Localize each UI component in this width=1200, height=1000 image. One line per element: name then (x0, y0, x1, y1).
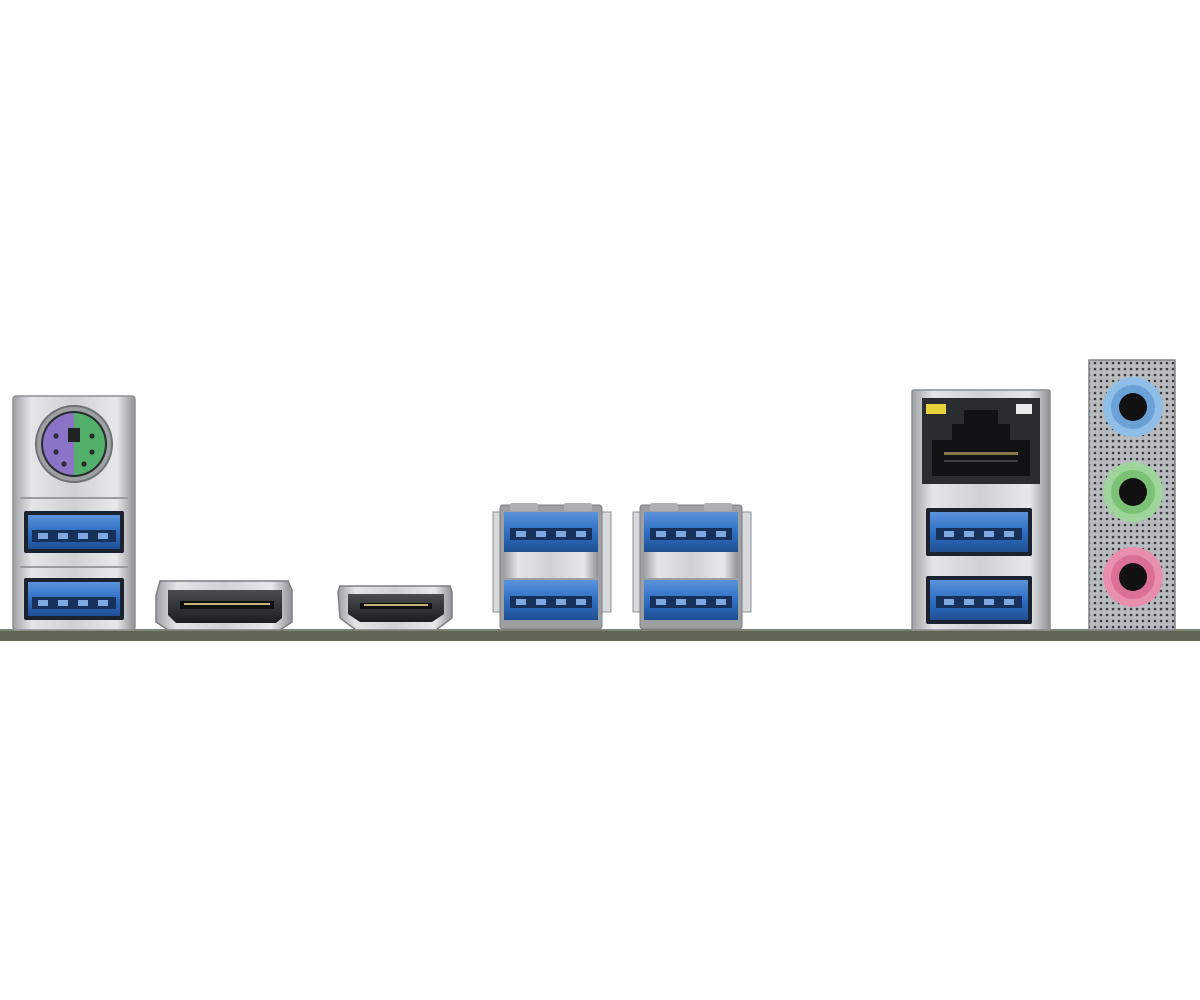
lan-link-led (1016, 404, 1032, 414)
displayport-icon[interactable] (155, 580, 293, 631)
usb-port-icon[interactable] (24, 578, 124, 620)
audio-jack-icon[interactable] (1103, 462, 1163, 522)
audio-jack-icon[interactable] (1103, 547, 1163, 607)
usb-port-icon[interactable] (504, 580, 598, 620)
usb-port-icon[interactable] (926, 576, 1032, 624)
audio-jacks (1088, 359, 1176, 631)
usb-port-icon[interactable] (504, 512, 598, 552)
usb-port-icon[interactable] (926, 508, 1032, 556)
usb-port-icon[interactable] (24, 511, 124, 553)
usb-stack-middle-2 (632, 503, 752, 630)
hdmi-icon[interactable] (337, 585, 453, 631)
usb-stack-middle-1 (492, 503, 612, 630)
ps2-usb-combo (12, 395, 136, 631)
usb-port-icon[interactable] (644, 580, 738, 620)
usb-port-icon[interactable] (644, 512, 738, 552)
ps2-port-icon[interactable] (35, 405, 113, 483)
rj45-port-icon[interactable] (922, 398, 1040, 484)
audio-jack-icon[interactable] (1103, 377, 1163, 437)
lan-usb-combo (911, 389, 1051, 631)
lan-activity-led (926, 404, 946, 414)
pcb-edge (0, 629, 1200, 641)
